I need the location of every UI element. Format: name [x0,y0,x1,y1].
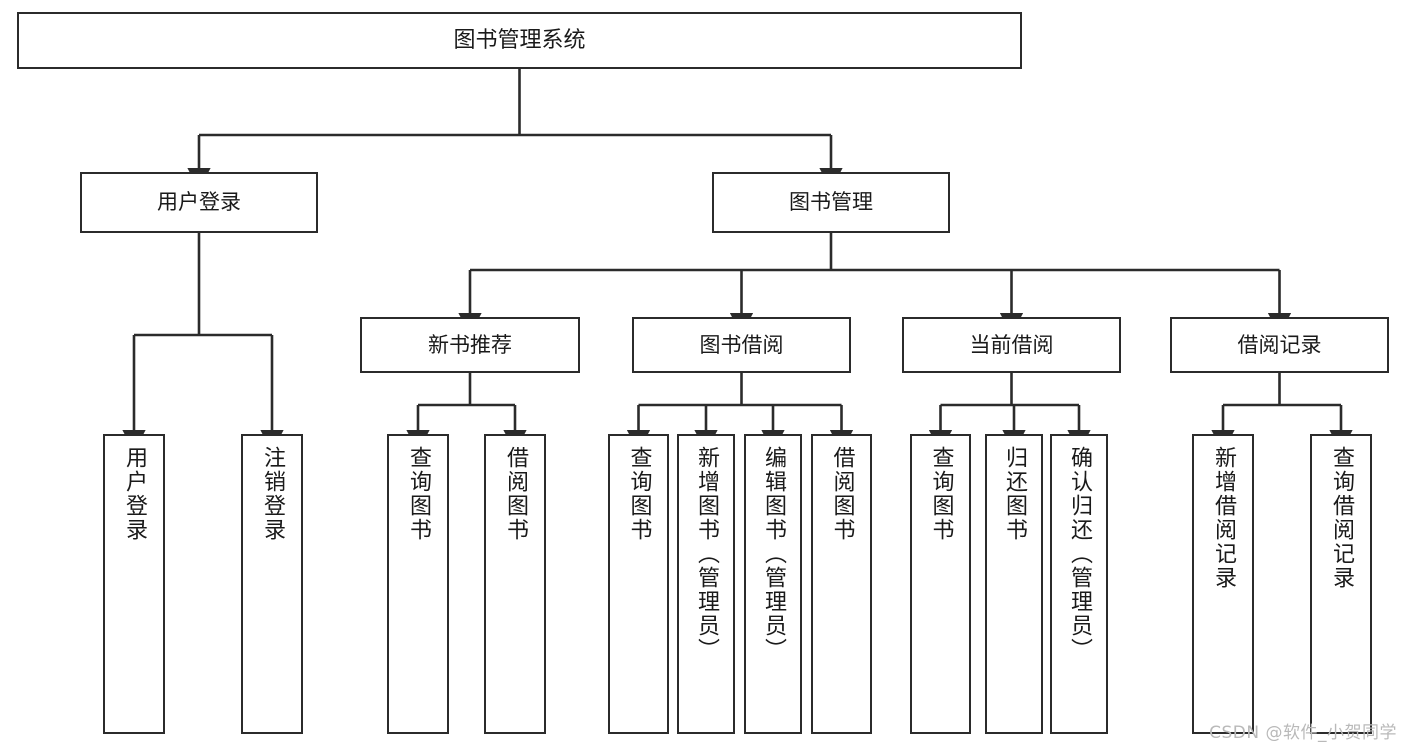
csdn-watermark: CSDN @软件_小贺同学 [1209,723,1397,743]
node-label: 借阅记录 [1237,332,1322,357]
node-label: 编辑图书（管理员） [761,446,786,662]
leaf-user-login[interactable]: 用户登录 [103,434,165,734]
leaf-confirm-return[interactable]: 确认归还（管理员） [1050,434,1108,734]
node-current-borrow[interactable]: 当前借阅 [902,317,1121,373]
node-label: 确认归还（管理员） [1067,446,1092,662]
leaf-borrow-book-2[interactable]: 借阅图书 [811,434,872,734]
node-label: 用户登录 [157,190,241,215]
node-label: 借阅图书 [829,446,855,542]
leaf-query-record[interactable]: 查询借阅记录 [1310,434,1372,734]
leaf-logout[interactable]: 注销登录 [241,434,303,734]
node-label: 新增图书（管理员） [694,446,719,662]
node-label: 用户登录 [122,446,147,542]
node-label: 图书管理系统 [453,27,586,53]
leaf-add-record[interactable]: 新增借阅记录 [1192,434,1254,734]
leaf-query-book-3[interactable]: 查询图书 [910,434,971,734]
node-new-book-recommend[interactable]: 新书推荐 [360,317,580,373]
node-label: 借阅图书 [503,446,528,542]
leaf-edit-book[interactable]: 编辑图书（管理员） [744,434,802,734]
node-label: 查询图书 [626,446,652,542]
node-book-manage[interactable]: 图书管理 [712,172,950,233]
node-label: 图书管理 [789,190,873,215]
node-label: 注销登录 [260,446,285,542]
node-book-borrow[interactable]: 图书借阅 [632,317,851,373]
node-label: 查询借阅记录 [1329,446,1354,590]
leaf-query-book-2[interactable]: 查询图书 [608,434,669,734]
node-user-login[interactable]: 用户登录 [80,172,318,233]
leaf-query-book-1[interactable]: 查询图书 [387,434,449,734]
node-borrow-record[interactable]: 借阅记录 [1170,317,1389,373]
node-label: 图书借阅 [699,332,784,357]
node-label: 新增借阅记录 [1211,446,1236,590]
node-label: 新书推荐 [428,332,512,357]
node-label: 当前借阅 [969,332,1054,357]
leaf-return-book[interactable]: 归还图书 [985,434,1043,734]
node-root[interactable]: 图书管理系统 [17,12,1022,69]
leaf-borrow-book-1[interactable]: 借阅图书 [484,434,546,734]
node-label: 归还图书 [1002,446,1027,542]
node-label: 查询图书 [928,446,954,542]
leaf-add-book[interactable]: 新增图书（管理员） [677,434,735,734]
node-label: 查询图书 [406,446,431,542]
